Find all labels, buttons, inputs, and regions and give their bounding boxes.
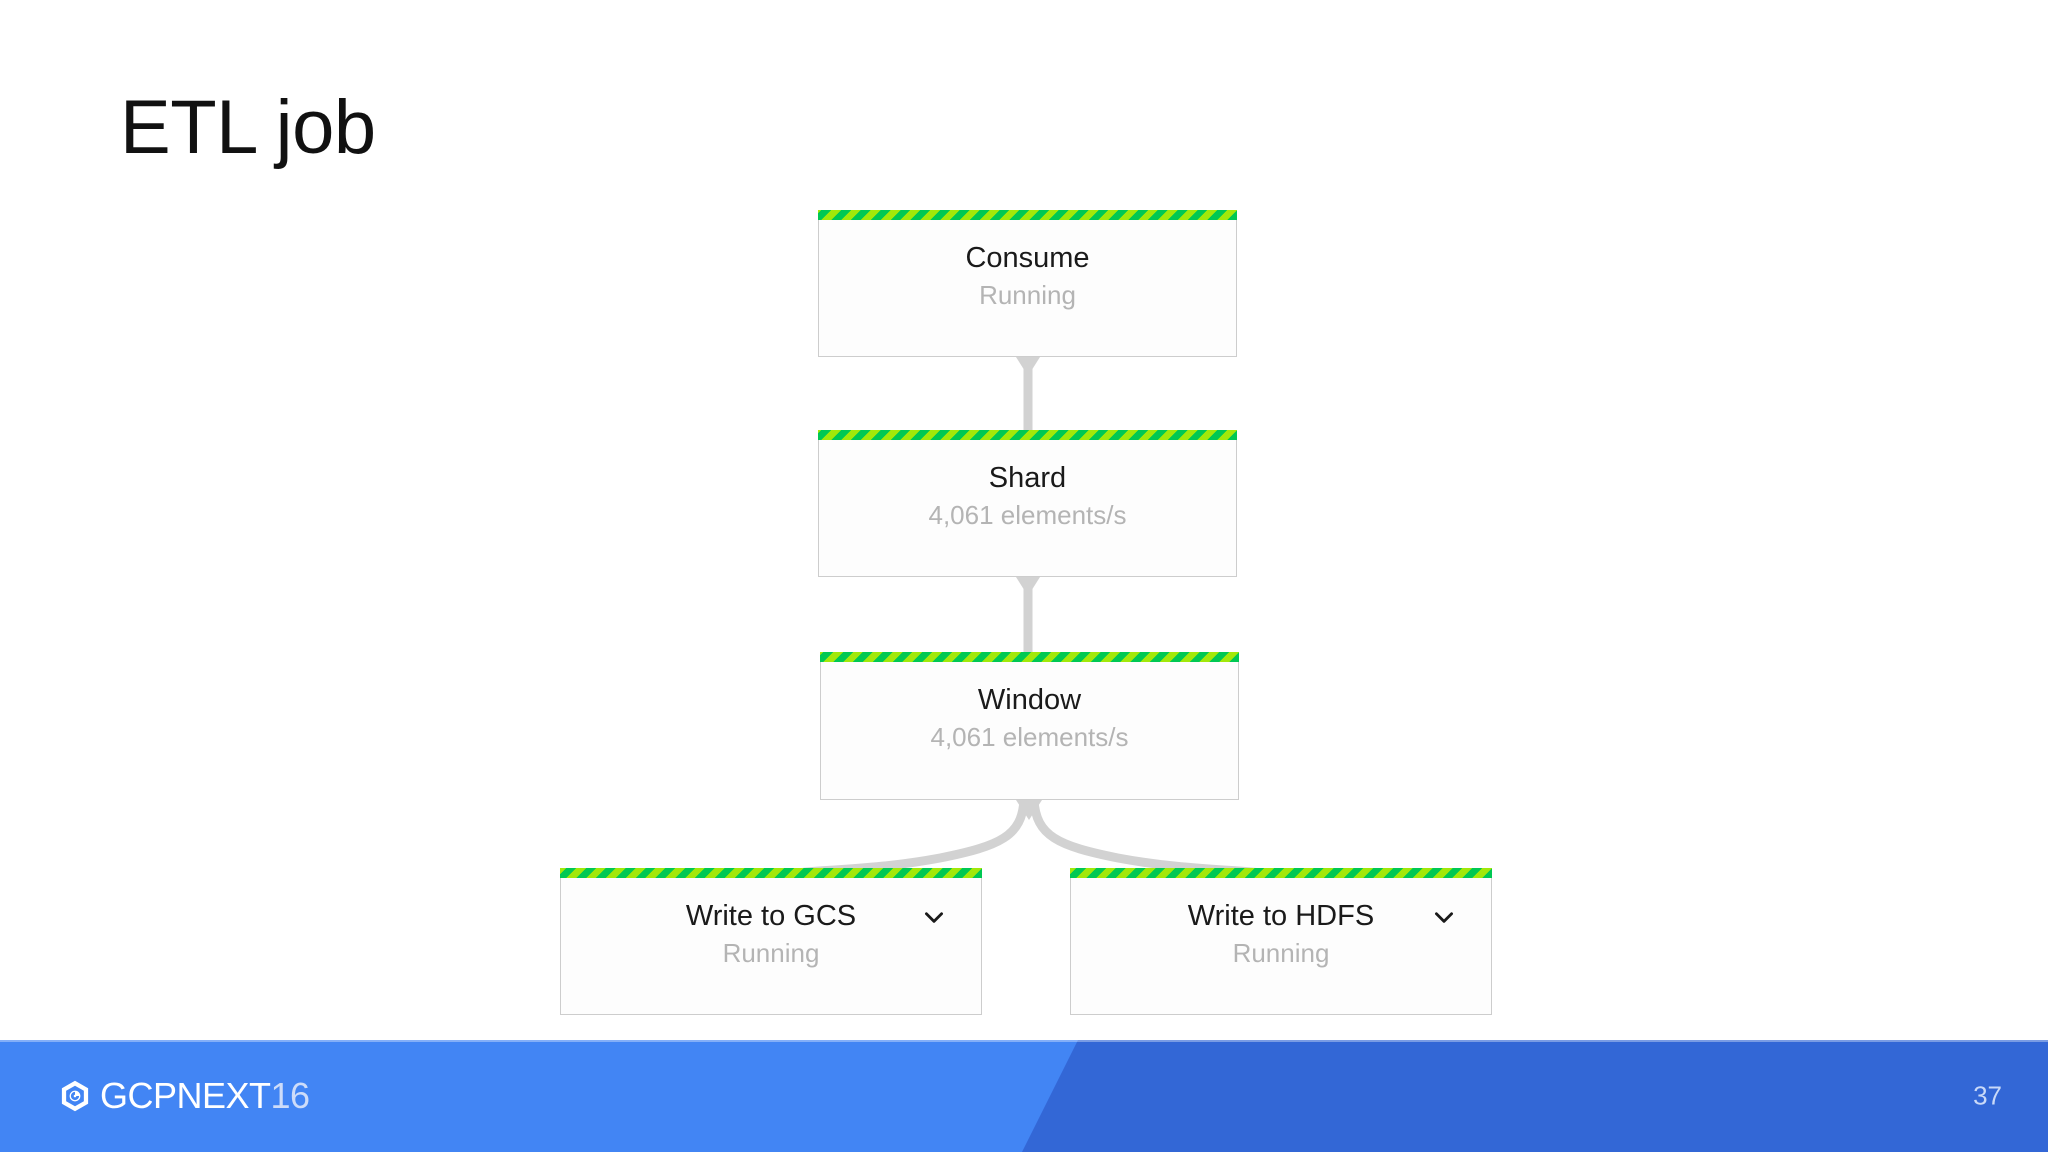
chevron-down-icon[interactable] <box>1431 904 1457 930</box>
node-content: Write to GCS Running <box>561 878 981 970</box>
node-status-stripe <box>818 430 1237 440</box>
logo-text-light: 16 <box>270 1075 311 1116</box>
pipeline-node-shard[interactable]: Shard 4,061 elements/s <box>818 430 1237 577</box>
slide-footer: GCPNEXT16 37 <box>0 1040 2048 1152</box>
node-content: Consume Running <box>819 220 1236 312</box>
node-subtitle: 4,061 elements/s <box>928 500 1127 530</box>
edge-shard-window <box>1016 577 1040 662</box>
node-status-stripe <box>1070 868 1492 878</box>
node-subtitle: Running <box>722 938 820 968</box>
node-subtitle: Running <box>979 280 1076 310</box>
node-title: Window <box>977 684 1082 716</box>
node-content: Write to HDFS Running <box>1071 878 1491 970</box>
edge-window-write-hdfs <box>1029 795 1291 883</box>
chevron-down-icon[interactable] <box>921 904 947 930</box>
node-content: Window 4,061 elements/s <box>821 662 1238 754</box>
node-status-stripe <box>820 652 1239 662</box>
footer-accent-shape <box>1022 1040 2048 1152</box>
node-title: Write to GCS <box>685 900 857 932</box>
node-status-stripe <box>560 868 982 878</box>
logo-text-strong: GCPNEXT <box>100 1075 271 1116</box>
node-status-stripe <box>818 210 1237 220</box>
logo-text: GCPNEXT16 <box>100 1078 310 1114</box>
node-title: Consume <box>965 242 1090 274</box>
node-title: Write to HDFS <box>1187 900 1375 932</box>
pipeline-node-write-hdfs[interactable]: Write to HDFS Running <box>1070 868 1492 1015</box>
gcp-hexagon-icon <box>61 1080 89 1112</box>
footer-divider <box>0 1040 2048 1042</box>
page-title: ETL job <box>120 85 376 170</box>
edge-split-nub <box>1016 800 1042 820</box>
pipeline-diagram: Consume Running Shard 4,061 elements/s W… <box>560 210 1492 1015</box>
pipeline-node-write-gcs[interactable]: Write to GCS Running <box>560 868 982 1015</box>
node-title: Shard <box>988 462 1067 494</box>
node-content: Shard 4,061 elements/s <box>819 440 1236 532</box>
edge-consume-shard <box>1016 357 1040 440</box>
gcpnext-logo: GCPNEXT16 <box>58 1078 310 1114</box>
node-subtitle: Running <box>1232 938 1330 968</box>
pipeline-node-window[interactable]: Window 4,061 elements/s <box>820 652 1239 800</box>
page-number: 37 <box>1973 1080 2002 1111</box>
node-subtitle: 4,061 elements/s <box>930 722 1129 752</box>
pipeline-node-consume[interactable]: Consume Running <box>818 210 1237 357</box>
edge-window-write-gcs <box>767 795 1029 883</box>
